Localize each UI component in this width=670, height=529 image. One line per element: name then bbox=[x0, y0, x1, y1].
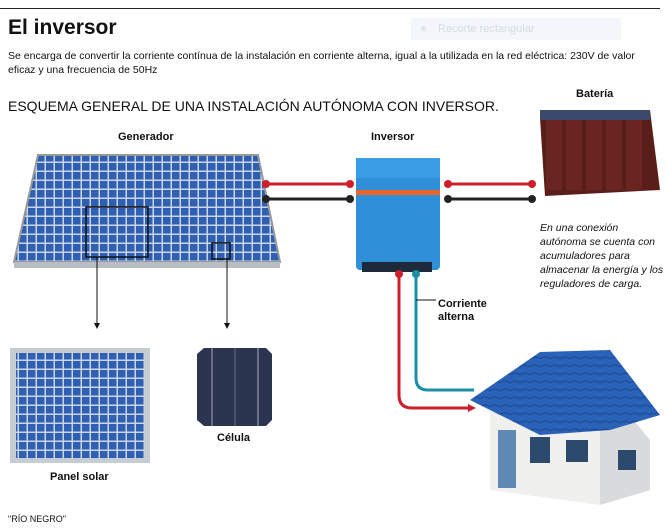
crop-icon bbox=[421, 26, 426, 31]
solar-panel-detail bbox=[10, 348, 150, 463]
panel-highlight bbox=[85, 206, 149, 258]
inverter-label: Inversor bbox=[371, 131, 415, 143]
house bbox=[470, 350, 660, 505]
solar-cell-detail bbox=[197, 348, 272, 426]
battery-label: Batería bbox=[576, 88, 614, 100]
ac-wires bbox=[395, 270, 476, 412]
ac-label: Corriente alterna bbox=[438, 298, 487, 323]
inverter-device bbox=[356, 158, 440, 272]
page-title: El inversor bbox=[8, 16, 117, 39]
battery-note: En una conexión autónoma se cuenta con a… bbox=[540, 222, 664, 290]
diagram-heading: ESQUEMA GENERAL DE UNA INSTALACIÓN AUTÓN… bbox=[8, 98, 499, 114]
dc-wires bbox=[262, 180, 536, 203]
description: Se encarga de convertir la corriente con… bbox=[8, 50, 635, 76]
cell-highlight bbox=[211, 242, 231, 260]
generator-label: Generador bbox=[118, 131, 174, 143]
solar-panel-label: Panel solar bbox=[50, 471, 109, 483]
crop-label: Recorte rectangular bbox=[438, 23, 535, 35]
top-rule bbox=[0, 8, 660, 9]
solar-array bbox=[12, 154, 282, 329]
rectangular-crop-overlay[interactable]: Recorte rectangular bbox=[411, 18, 621, 40]
battery-bank bbox=[540, 110, 660, 196]
source-credit: "RÍO NEGRO" bbox=[8, 514, 66, 524]
cell-label: Célula bbox=[217, 432, 251, 444]
